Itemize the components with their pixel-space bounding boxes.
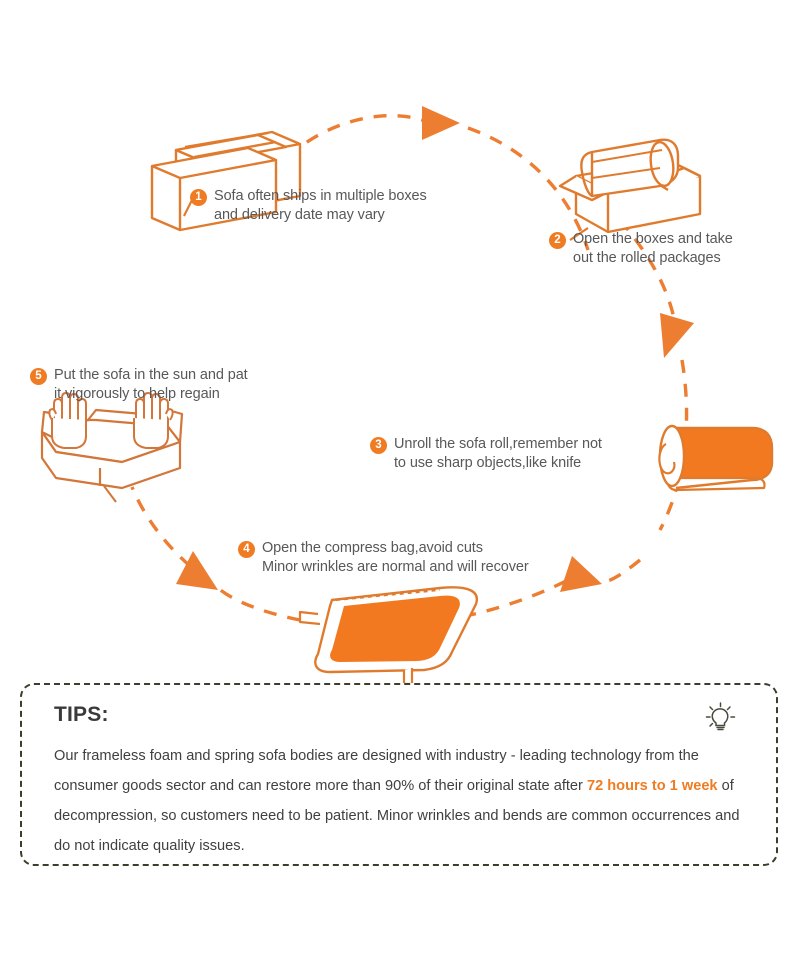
step-2: 2 Open the boxes and take out the rolled…: [549, 230, 733, 268]
step-3: 3 Unroll the sofa roll,remember not to u…: [370, 435, 602, 473]
arrow-heads: [176, 106, 694, 592]
lightbulb-icon: [705, 702, 736, 731]
tips-panel: TIPS: Our frameless foam and spring sofa…: [20, 683, 778, 866]
flow-diagram: [40, 106, 774, 686]
sofa-roll-icon: [658, 424, 774, 492]
step-2-badge: 2: [549, 232, 566, 249]
arrow-step4-to-step5-icon: [176, 551, 218, 590]
step-5-badge: 5: [30, 368, 47, 385]
step-1-text: Sofa often ships in multiple boxes and d…: [214, 188, 427, 223]
open-box-with-roll-icon: [558, 138, 702, 241]
tips-title: TIPS:: [54, 703, 109, 726]
tips-body: Our frameless foam and spring sofa bodie…: [54, 741, 754, 861]
step-1: 1 Sofa often ships in multiple boxes and…: [190, 187, 427, 225]
arrow-step3-to-step4-icon: [560, 556, 602, 592]
step-4-text: Open the compress bag,avoid cuts Minor w…: [262, 540, 529, 575]
sofa-with-hands-icon: [40, 392, 184, 503]
step-5-text: Put the sofa in the sun and pat it vigor…: [54, 367, 248, 402]
step-4: 4 Open the compress bag,avoid cuts Minor…: [238, 539, 529, 577]
step-4-badge: 4: [238, 541, 255, 558]
compress-bag-icon: [298, 586, 479, 686]
tips-highlight: 72 hours to 1 week: [586, 778, 718, 794]
step-3-text: Unroll the sofa roll,remember not to use…: [394, 436, 602, 471]
step-2-text: Open the boxes and take out the rolled p…: [573, 231, 733, 266]
arrow-step1-to-step2-icon: [422, 106, 460, 140]
tips-body-part-2: of decompression, so customers need to b…: [54, 778, 740, 854]
stacked-boxes-icon: [150, 130, 302, 232]
arrow-step2-to-step3-icon: [660, 313, 694, 358]
step-3-badge: 3: [370, 437, 387, 454]
step-1-badge: 1: [190, 189, 207, 206]
tips-body-part-1: Our frameless foam and spring sofa bodie…: [54, 748, 699, 794]
step-5: 5 Put the sofa in the sun and pat it vig…: [30, 366, 248, 404]
